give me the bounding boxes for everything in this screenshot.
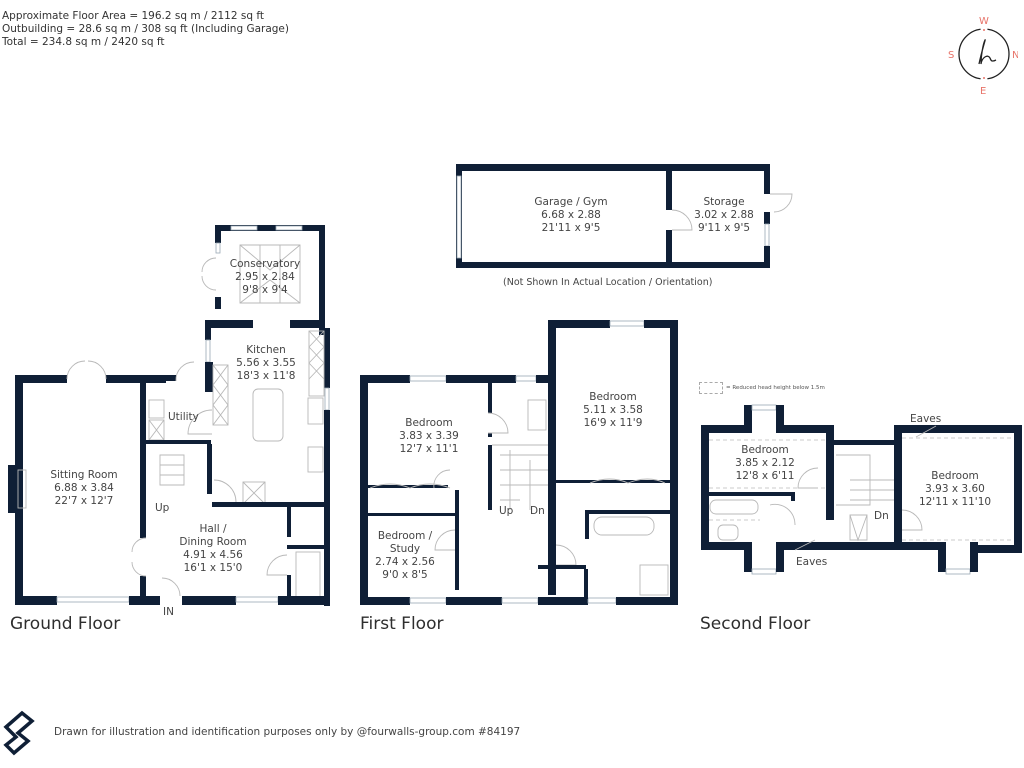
ground-floor-label: Ground Floor bbox=[10, 614, 121, 634]
total-area: Total = 234.8 sq m / 2420 sq ft bbox=[2, 36, 165, 48]
eaves-label-bottom: Eaves bbox=[796, 556, 828, 568]
room-bedroom-3: Bedroom 3.85 x 2.12 12'8 x 6'11 bbox=[735, 444, 795, 482]
room-bedroom-study: Bedroom / Study 2.74 x 2.56 9'0 x 8'5 bbox=[375, 530, 435, 581]
ground-floor-plan bbox=[8, 225, 330, 606]
room-conservatory: Conservatory 2.95 x 2.84 9'8 x 9'4 bbox=[229, 258, 301, 296]
room-storage: Storage 3.02 x 2.88 9'11 x 9'5 bbox=[694, 196, 754, 234]
room-hall-dining: Hall / Dining Room 4.91 x 4.56 16'1 x 15… bbox=[179, 523, 247, 574]
footer-disclaimer: Drawn for illustration and identificatio… bbox=[54, 726, 521, 738]
svg-text:S: S bbox=[948, 50, 954, 61]
room-sitting-room: Sitting Room 6.88 x 3.84 22'7 x 12'7 bbox=[50, 469, 118, 507]
compass: W S N E bbox=[948, 10, 1019, 97]
room-bedroom-4: Bedroom 3.93 x 3.60 12'11 x 11'10 bbox=[918, 470, 992, 508]
stairs-down-label-first: Dn bbox=[530, 505, 545, 517]
second-floor-label: Second Floor bbox=[700, 614, 811, 634]
compass-icon: W S N E bbox=[948, 16, 1019, 97]
svg-text:W: W bbox=[979, 16, 989, 27]
eaves-label-top: Eaves bbox=[910, 413, 942, 425]
room-kitchen: Kitchen 5.56 x 3.55 18'3 x 11'8 bbox=[236, 344, 296, 382]
area-info: Approximate Floor Area = 196.2 sq m / 21… bbox=[2, 10, 289, 49]
utility-label: Utility bbox=[168, 411, 199, 423]
room-bedroom-2: Bedroom 5.11 x 3.58 16'9 x 11'9 bbox=[583, 391, 643, 429]
entrance-label: IN bbox=[163, 606, 174, 618]
stairs-up-label: Up bbox=[155, 502, 170, 514]
stairs-up-label-first: Up bbox=[499, 505, 514, 517]
outbuilding-note: (Not Shown In Actual Location / Orientat… bbox=[503, 277, 713, 288]
approx-floor-area: Approximate Floor Area = 196.2 sq m / 21… bbox=[2, 10, 264, 22]
second-floor-plan bbox=[701, 404, 1022, 575]
stairs-down-label-second: Dn bbox=[874, 510, 889, 522]
outbuilding-area: Outbuilding = 28.6 sq m / 308 sq ft (Inc… bbox=[2, 23, 289, 35]
dashed-box-icon bbox=[699, 382, 723, 394]
svg-text:N: N bbox=[1012, 50, 1018, 61]
first-floor-label: First Floor bbox=[360, 614, 444, 634]
first-floor-plan bbox=[360, 320, 678, 605]
reduced-head-height-legend: = Reduced head height below 1.5m bbox=[699, 382, 825, 394]
svg-text:E: E bbox=[980, 86, 986, 96]
outbuilding-plan bbox=[456, 164, 793, 268]
fourwalls-logo-icon bbox=[3, 710, 35, 756]
room-bedroom-1: Bedroom 3.83 x 3.39 12'7 x 11'1 bbox=[399, 417, 459, 455]
room-garage-gym: Garage / Gym 6.68 x 2.88 21'11 x 9'5 bbox=[534, 196, 608, 234]
